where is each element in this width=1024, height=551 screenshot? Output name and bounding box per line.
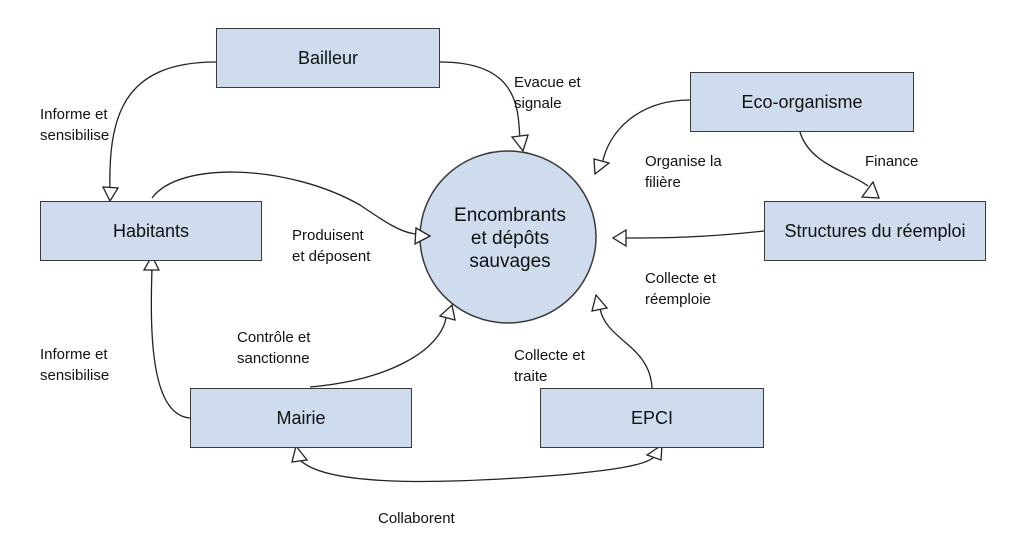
edge-label-line: Informe et <box>40 106 108 123</box>
habitants-label: Habitants <box>112 220 190 241</box>
edge-label-line: sensibilise <box>40 127 110 144</box>
edge-habitants-center <box>151 171 416 235</box>
edge-label-eco-center: Organise la filière <box>645 151 722 193</box>
edge-label-mairie-habitants: Informe et sensibilise <box>40 344 109 386</box>
edge-label-epci-center: Collecte et traite <box>514 345 585 387</box>
arrowhead-habitants-bottom <box>142 254 161 271</box>
arrowhead-epci-bottom <box>645 443 663 461</box>
edge-label-line: Produisent <box>292 227 364 244</box>
edge-label-mairie-epci: Collaborent <box>378 508 455 529</box>
edge-label-line: traite <box>514 368 548 385</box>
eco-organisme-label: Eco-organisme <box>741 91 863 112</box>
arrowhead-center-right <box>611 228 627 248</box>
edge-eco-center <box>601 99 691 166</box>
edge-label-line: Informe et <box>40 346 108 363</box>
edge-label-bailleur-habitants: Informe et sensibilise <box>40 104 109 146</box>
edge-label-line: Evacue et <box>514 74 581 91</box>
edge-label-line: signale <box>514 95 562 112</box>
edge-label-line: Contrôle et <box>237 329 311 346</box>
bailleur-label: Bailleur <box>297 47 359 68</box>
center-label-line: Encombrants <box>454 205 566 226</box>
edge-label-line: sanctionne <box>237 350 310 367</box>
habitants-node: Habitants <box>40 201 262 261</box>
edge-label-line: Collecte et <box>645 270 716 287</box>
edge-label-habitants-center: Produisent et déposent <box>292 225 370 267</box>
edge-label-eco-structures: Finance <box>865 151 918 172</box>
edge-label-mairie-center: Contrôle et sanctionne <box>237 327 310 369</box>
arrowhead-habitants-top <box>101 186 120 203</box>
eco-organisme-node: Eco-organisme <box>690 72 914 132</box>
arrowhead-center-bottom-left <box>438 303 456 321</box>
edge-structures-center <box>624 230 765 239</box>
structures-reemploi-node: Structures du réemploi <box>764 201 986 261</box>
structures-reemploi-label: Structures du réemploi <box>784 220 966 241</box>
edge-label-line: Collaborent <box>378 510 455 527</box>
center-node-label: Encombrants et dépôts sauvages <box>430 204 590 273</box>
arrowhead-center-bottom-right <box>591 293 609 312</box>
arrowhead-center-left <box>414 226 432 246</box>
arrowhead-center-right-top <box>593 158 611 176</box>
edge-epci-center <box>599 307 653 389</box>
edge-label-line: Organise la <box>645 153 722 170</box>
center-label-line: sauvages <box>469 251 551 272</box>
epci-node: EPCI <box>540 388 764 448</box>
edge-bailleur-center <box>439 61 521 141</box>
edge-eco-structures <box>799 131 869 187</box>
edge-label-line: Finance <box>865 153 919 170</box>
edge-label-line: et déposent <box>292 248 371 265</box>
edge-mairie-epci <box>299 455 656 483</box>
mairie-node: Mairie <box>190 388 412 448</box>
edge-label-line: filière <box>645 174 681 191</box>
edge-label-line: sensibilise <box>40 367 110 384</box>
edge-mairie-habitants <box>150 267 191 419</box>
arrowhead-center-top <box>510 134 529 153</box>
mairie-label: Mairie <box>276 407 326 428</box>
edge-label-structures-center: Collecte et réemploie <box>645 268 716 310</box>
edge-bailleur-habitants <box>109 61 217 196</box>
bailleur-node: Bailleur <box>216 28 440 88</box>
arrowhead-structures-top <box>860 180 880 199</box>
edge-mairie-center <box>309 317 447 388</box>
arrowhead-mairie-bottom <box>291 444 309 463</box>
edge-label-line: réemploie <box>645 291 711 308</box>
edge-label-line: Collecte et <box>514 347 585 364</box>
epci-label: EPCI <box>630 407 673 428</box>
edge-label-bailleur-center: Evacue et signale <box>514 72 581 114</box>
center-label-line: et dépôts <box>470 228 550 249</box>
